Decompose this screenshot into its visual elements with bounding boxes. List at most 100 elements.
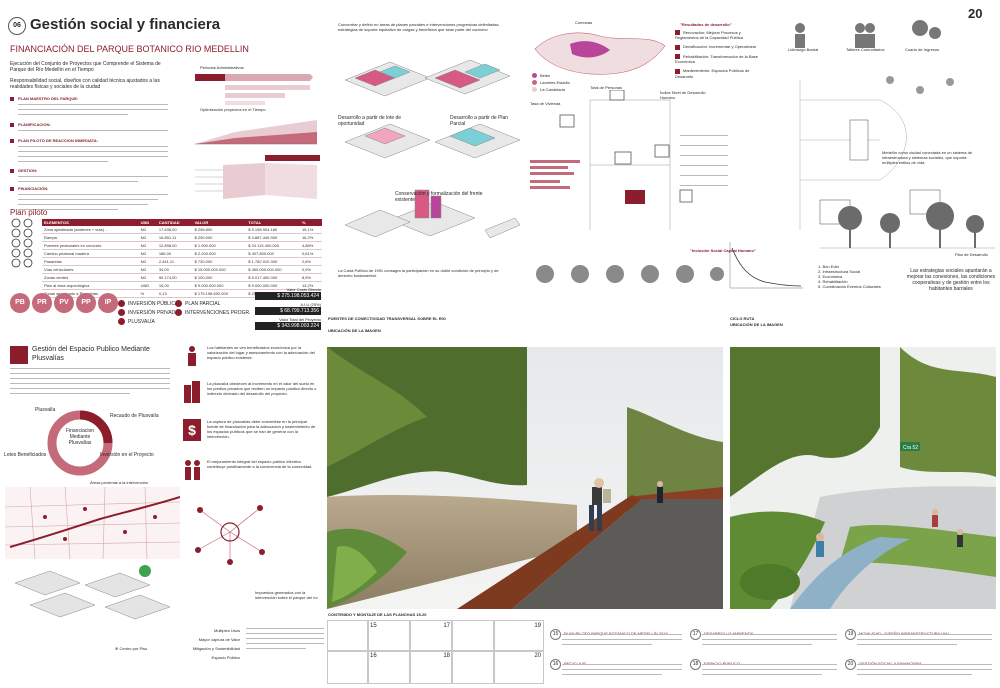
bottom-label: Espacio Público — [211, 655, 240, 660]
table-cell: 0,61% — [299, 249, 322, 258]
item-plan-maestro: PLAN MAESTRO DEL PARQUE: — [10, 96, 180, 122]
table-cell: M2 — [138, 226, 157, 234]
street-sign-text: Cra 52 — [903, 445, 918, 451]
flow-diagram — [530, 90, 693, 230]
total-value: $ 68.799.713.356 — [255, 307, 321, 315]
optimization-diagram — [195, 120, 317, 145]
investment-legend: INVERSIÓN PÚBLICA INVERSIÓN PRIVADA PLUS… — [118, 300, 258, 327]
table-cell: $ 15.000.000.000 — [192, 265, 247, 274]
table-cell: Zonas verdes — [42, 273, 139, 282]
total-label: A.I.U (25%) — [300, 302, 321, 307]
table-header: VALOR — [192, 219, 247, 226]
icon-item: El mejoramiento integral del espacio púb… — [183, 459, 323, 487]
contenido-grid: 15 17 19 16 18 20 — [327, 620, 544, 684]
city-system-diagram — [799, 76, 954, 230]
table-cell: 4,88% — [299, 241, 322, 250]
table-header: TOTAL — [246, 219, 300, 226]
bottom-labels: Multiples Usos Mayor captura de Valor Mi… — [180, 626, 240, 662]
item-gestion: GESTION: — [10, 168, 180, 186]
resultados-list: Renovación: Mejorar Procesos y Reglament… — [675, 30, 765, 79]
legend-list-item: 1. Bon Eder — [818, 264, 840, 269]
table-header-row: ELEMENTOS UND CANTIDAD VALOR TOTAL % — [42, 219, 322, 226]
buildings-icon — [183, 381, 201, 408]
table-header: CANTIDAD — [156, 219, 193, 226]
total-personas-label: Total de Personas — [590, 85, 623, 90]
resultados-item: Rehabilitación: Transformación de la Bas… — [675, 53, 758, 65]
bottom-note: Impuestos generados con la intervención … — [255, 590, 318, 600]
cycle-label: Lotes Beneficiados — [4, 452, 47, 458]
note-item: 18ESPACIO PÚBLICO — [690, 652, 840, 682]
legend-list-item: 3. Económica — [818, 274, 843, 279]
grid-number: 18 — [443, 653, 450, 659]
resultados-title: "Resultados de desarrollo" — [680, 22, 732, 27]
table-cell: $ 450.000.000.000 — [246, 265, 300, 274]
table-cell: 12.898,00 — [156, 241, 193, 250]
bottom-label: Mayor captura de Valor — [198, 637, 240, 642]
note-item: 17DESARROLLO AMBIENTAL — [690, 622, 840, 652]
icon-item: Los habitantes se ven beneficiados econó… — [183, 345, 323, 381]
table-cell: $ 296.800 — [192, 226, 247, 234]
table-cell: $ 290.000 — [192, 233, 247, 242]
side-icons — [770, 18, 960, 68]
table-cell: $ 5.017.400.000 — [246, 273, 300, 282]
middle-note: La Carta Política de 1991 consagra la pa… — [338, 268, 499, 278]
table-cell: $ 2.200.000 — [192, 249, 247, 258]
item-financiacion: FINANCIACIÓN: — [10, 186, 180, 216]
table-cell: M2 — [138, 249, 157, 258]
cycle-caption: CICLO RUTA — [730, 316, 755, 321]
grid-number: 20 — [534, 653, 541, 659]
note-item: 15PLAN PILOTO PARQUE BOTÁNICO DE MEDELLÍ… — [550, 622, 685, 652]
table-cell: $ 9.000.000.000 — [192, 281, 247, 290]
cycle-render: Cra 52 — [730, 347, 996, 609]
total-label: Valor Costo Directo — [286, 287, 321, 292]
dollar-icon: $ — [183, 419, 201, 441]
middle-intro: Concentrar y definir en áreas de planes … — [338, 22, 500, 32]
table-cell: 34,00 — [156, 265, 193, 274]
periods-diagram — [195, 74, 313, 105]
table-cell: $ 1.900.000 — [192, 241, 247, 250]
side-item: Cuarto de Ingresos — [905, 47, 940, 52]
table-cell: 0,13 — [156, 289, 193, 298]
grid-number: 17 — [443, 623, 450, 629]
table-cell: 0,9% — [299, 265, 322, 274]
page-number-badge: 06 — [8, 17, 26, 35]
side-item: Liderazgo Barrial — [788, 47, 819, 52]
bridge-caption: PUENTES DE CONECTIVIDAD TRANSVERSAL SOBR… — [328, 316, 446, 321]
side-item: Talleres Comunitarios — [846, 47, 885, 52]
label-plan-parcial: Desarrollo a partir de Plan Parcial — [450, 115, 509, 127]
map-caption: Áreas próximas a la intervención — [90, 480, 149, 485]
icon-item: La plusvalía obedecen al incremento en e… — [183, 381, 323, 419]
table-header: UND — [138, 219, 157, 226]
plusvalia-cycle — [47, 410, 113, 476]
item-plan-piloto: PLAN PILOTO DE REACCION INMEDIATA: — [10, 138, 180, 168]
table-cell: 16.851,11 — [156, 233, 193, 242]
landscape-section — [820, 202, 995, 249]
icon-item: $ La captura de plusvalías debe converti… — [183, 419, 323, 459]
page-number: 20 — [968, 6, 983, 21]
people-icon — [183, 459, 203, 486]
table-cell: Zona ajardinada (andenes + vías) .. — [42, 226, 139, 234]
legend-item: PLUSVALÍA — [118, 318, 258, 327]
bridge-render — [327, 347, 723, 609]
table-header: ELEMENTOS — [42, 219, 139, 226]
total-label: Valor Total del Proyecto — [279, 317, 321, 322]
grid-number: 15 — [370, 623, 377, 629]
table-cell: 16,2% — [299, 233, 322, 242]
resultados-item: Mantenimiento: Espacios Públicos de Desa… — [675, 68, 750, 79]
icon-column: Los habitantes se ven beneficiados econó… — [183, 345, 323, 487]
plan-piloto-title: Plan piloto — [10, 208, 48, 217]
table-cell: Pasarelas — [42, 257, 139, 266]
investment-pill: PB — [10, 293, 30, 313]
legend-item: INTERVENCIONES PROGR. — [175, 309, 265, 318]
table-cell: Rampa — [42, 233, 139, 242]
cycle-label: Plusvalía — [35, 407, 56, 413]
legend-item: INVERSIÓN PÚBLICA — [118, 300, 258, 309]
comunas-legend: Belén Laureles Estadio La Candelaria — [532, 72, 570, 93]
table-cell: $ 175.198.692.000 — [192, 289, 247, 298]
table-cell: $ 9.000.000.000 — [246, 281, 300, 290]
notes-col-1: 15PLAN PILOTO PARQUE BOTÁNICO DE MEDELLÍ… — [550, 622, 685, 682]
